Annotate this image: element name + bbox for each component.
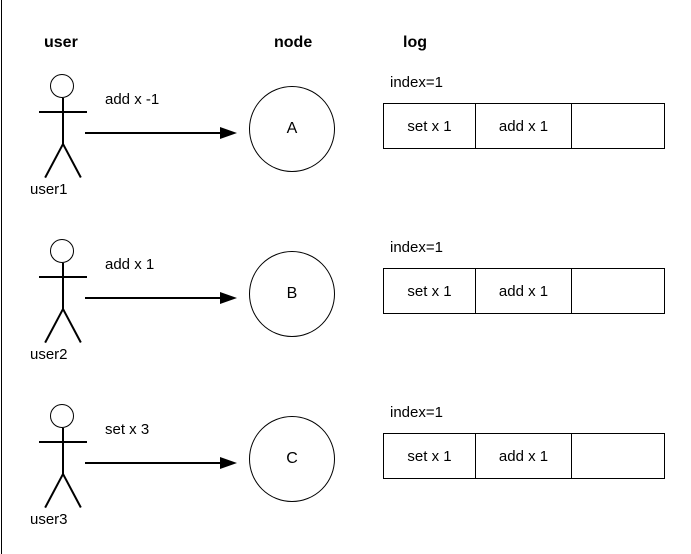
node-circle: A	[249, 86, 335, 172]
diagram-row: user3 set x 3 C index=1 set x 1 add x 1	[0, 402, 691, 554]
arrow-head	[220, 127, 237, 139]
log-table: set x 1 add x 1	[383, 268, 665, 314]
log-cell: set x 1	[384, 269, 476, 313]
log-cell	[572, 104, 662, 148]
log-cell: add x 1	[476, 434, 572, 478]
message-label: add x -1	[105, 91, 160, 108]
log-index-label: index=1	[390, 404, 443, 421]
log-cell: add x 1	[476, 104, 572, 148]
page-left-rule	[1, 0, 2, 554]
log-cell: set x 1	[384, 434, 476, 478]
message-arrow-icon	[85, 457, 237, 469]
column-header-node: node	[274, 34, 313, 51]
message-arrow-icon	[85, 292, 237, 304]
actor-right-leg-icon	[62, 308, 82, 343]
actor-body-icon	[62, 98, 64, 145]
arrow-shaft	[85, 462, 225, 464]
actor-head-icon	[50, 74, 74, 98]
actor-head-icon	[50, 239, 74, 263]
actor-body-icon	[62, 263, 64, 310]
log-cell	[572, 269, 662, 313]
node-label: C	[286, 450, 298, 467]
actor-label: user2	[30, 346, 68, 363]
node-circle: C	[249, 416, 335, 502]
column-header-user: user	[44, 34, 78, 51]
message-label: set x 3	[105, 421, 150, 438]
actor-left-leg-icon	[44, 473, 64, 508]
diagram-row: user2 add x 1 B index=1 set x 1 add x 1	[0, 237, 691, 402]
log-cell	[572, 434, 662, 478]
column-header-log: log	[403, 34, 427, 51]
actor-left-leg-icon	[44, 308, 64, 343]
node-circle: B	[249, 251, 335, 337]
actor-stick-figure: user1	[30, 72, 96, 212]
log-index-label: index=1	[390, 74, 443, 91]
node-label: B	[286, 285, 298, 302]
actor-right-leg-icon	[62, 473, 82, 508]
actor-left-leg-icon	[44, 143, 64, 178]
log-table: set x 1 add x 1	[383, 103, 665, 149]
node-label: A	[286, 120, 298, 137]
message-label: add x 1	[105, 256, 155, 273]
message-arrow-icon	[85, 127, 237, 139]
arrow-shaft	[85, 132, 225, 134]
actor-label: user3	[30, 511, 68, 528]
diagram-row: user1 add x -1 A index=1 set x 1 add x 1	[0, 72, 691, 237]
actor-right-leg-icon	[62, 143, 82, 178]
arrow-shaft	[85, 297, 225, 299]
actor-label: user1	[30, 181, 68, 198]
actor-stick-figure: user3	[30, 402, 96, 542]
log-index-label: index=1	[390, 239, 443, 256]
actor-stick-figure: user2	[30, 237, 96, 377]
log-cell: add x 1	[476, 269, 572, 313]
arrow-head	[220, 457, 237, 469]
log-table: set x 1 add x 1	[383, 433, 665, 479]
arrow-head	[220, 292, 237, 304]
actor-body-icon	[62, 428, 64, 475]
log-cell: set x 1	[384, 104, 476, 148]
actor-head-icon	[50, 404, 74, 428]
